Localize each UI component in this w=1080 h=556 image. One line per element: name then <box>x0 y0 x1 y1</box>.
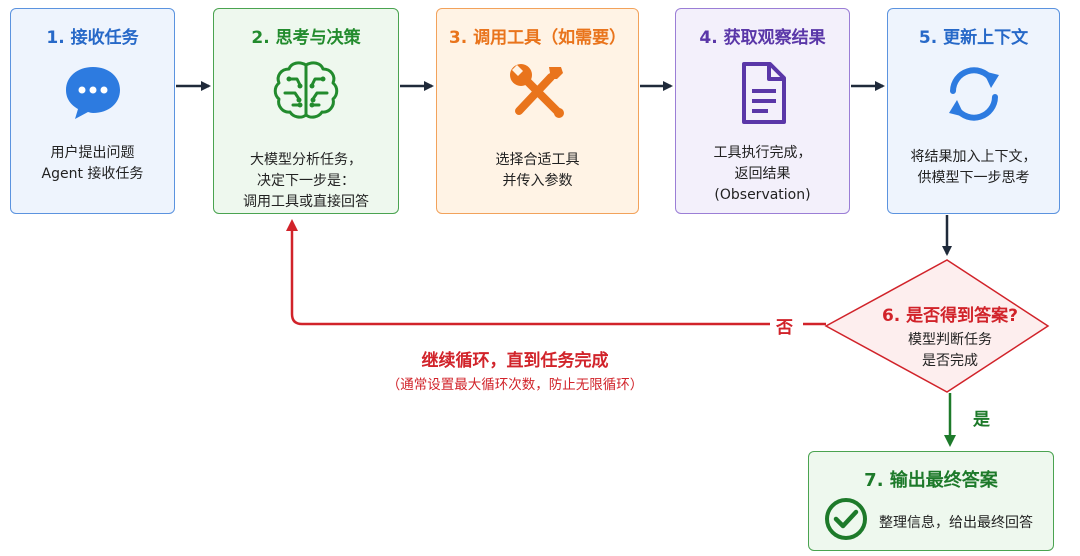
step-desc-line: 返回结果 <box>734 166 791 182</box>
yes-label: 是 <box>973 410 990 430</box>
tools-icon <box>509 64 564 118</box>
chat-bubble-icon <box>65 67 120 119</box>
step-description: 用户提出问题 Agent 接收任务 <box>15 143 170 185</box>
decision-diamond <box>824 259 1050 393</box>
step-receive-task: 1. 接收任务 用户提出问题 Agent 接收任务 <box>10 8 175 214</box>
step-desc-line: 供模型下一步思考 <box>917 170 1030 186</box>
decision-desc-line: 是否完成 <box>922 353 978 369</box>
step-desc-line: (Observation) <box>714 187 811 203</box>
step-title: 7. 输出最终答案 <box>864 470 998 491</box>
brain-icon <box>273 61 339 119</box>
step-desc-line: 工具执行完成， <box>713 145 812 161</box>
step-desc-line: 决定下一步是： <box>257 173 355 189</box>
step-desc-line: Agent 接收任务 <box>41 166 144 182</box>
step-description: 选择合适工具 并传入参数 <box>441 150 634 192</box>
step-description: 大模型分析任务， 决定下一步是： 调用工具或直接回答 <box>218 150 394 213</box>
step-title: 1. 接收任务 <box>46 28 139 48</box>
decision-description: 模型判断任务 是否完成 <box>876 330 1024 372</box>
step-desc-line: 调用工具或直接回答 <box>243 194 369 210</box>
step-think-decide: 2. 思考与决策 大模型分析任务， 决定下一步是： 调用工具或直接回答 <box>213 8 399 214</box>
decision-desc-line: 模型判断任务 <box>908 332 992 348</box>
refresh-icon <box>948 67 999 121</box>
no-label: 否 <box>776 318 793 338</box>
step-title: 5. 更新上下文 <box>918 28 1029 48</box>
decision-title: 6. 是否得到答案? <box>881 306 1019 326</box>
step-desc-line: 将结果加入上下文， <box>910 149 1037 165</box>
step-get-observation: 4. 获取观察结果 工具执行完成， 返回结果 (Observation) <box>675 8 850 214</box>
step-title: 2. 思考与决策 <box>251 28 361 48</box>
step-description: 将结果加入上下文， 供模型下一步思考 <box>892 147 1055 189</box>
loop-note: （通常设置最大循环次数，防止无限循环） <box>386 377 644 393</box>
final-description: 整理信息，给出最终回答 <box>879 515 1033 531</box>
step-description: 工具执行完成， 返回结果 (Observation) <box>680 143 845 206</box>
step-final-answer: 7. 输出最终答案 整理信息，给出最终回答 <box>808 451 1054 551</box>
step-title: 4. 获取观察结果 <box>699 28 826 48</box>
step-update-context: 5. 更新上下文 将结果加入上下文， 供模型下一步思考 <box>887 8 1060 214</box>
step-call-tool: 3. 调用工具（如需要） 选择合适工具 并传入参数 <box>436 8 639 214</box>
step-desc-line: 选择合适工具 <box>495 152 580 168</box>
step-desc-line: 并传入参数 <box>502 173 573 189</box>
step-title: 3. 调用工具（如需要） <box>448 28 627 48</box>
document-icon <box>741 62 786 124</box>
loop-label: 继续循环，直到任务完成 <box>421 351 609 371</box>
step-desc-line: 用户提出问题 <box>50 145 135 161</box>
check-circle-icon <box>825 498 867 540</box>
loop-arrow <box>286 219 770 326</box>
step-desc-line: 大模型分析任务， <box>250 152 362 168</box>
